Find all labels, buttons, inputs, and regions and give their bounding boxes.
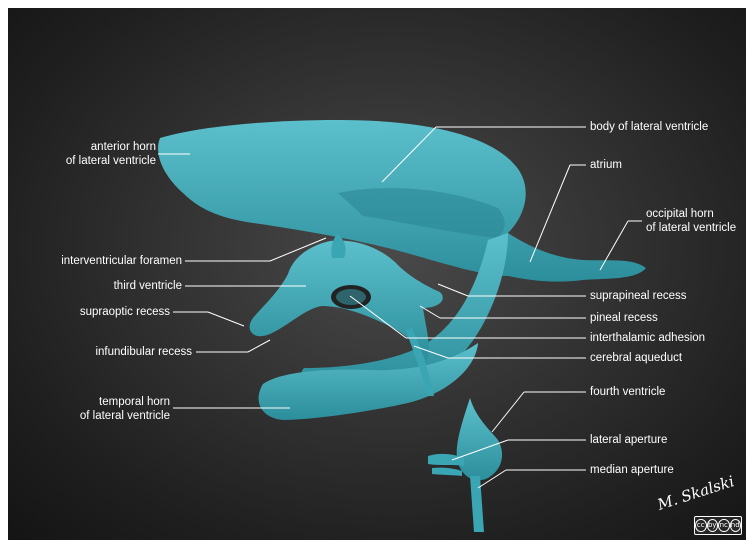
- label-temporal-horn-line1: temporal horn: [38, 395, 170, 409]
- label-anterior-horn-line1: anterior horn: [28, 140, 156, 154]
- label-occipital-horn: occipital horn of lateral ventricle: [646, 207, 736, 235]
- median-aperture-shape: [470, 476, 484, 532]
- label-fourth-ventricle: fourth ventricle: [590, 385, 665, 399]
- label-median-aperture: median aperture: [590, 463, 674, 477]
- label-atrium: atrium: [590, 158, 622, 172]
- label-anterior-horn-line2: of lateral ventricle: [28, 154, 156, 168]
- label-infundibular-recess: infundibular recess: [38, 345, 192, 359]
- cc-license-badge: cc by nc nd: [694, 516, 742, 535]
- label-pineal-recess: pineal recess: [590, 311, 658, 325]
- cc-nc-icon: nc: [718, 519, 730, 532]
- cc-nd-icon: nd: [730, 519, 742, 532]
- label-suprapineal-recess: suprapineal recess: [590, 289, 687, 303]
- label-temporal-horn-line2: of lateral ventricle: [38, 409, 170, 423]
- label-interventricular-foramen: interventricular foramen: [14, 254, 182, 268]
- label-temporal-horn: temporal horn of lateral ventricle: [38, 395, 170, 423]
- label-occipital-horn-line1: occipital horn: [646, 207, 736, 221]
- cc-icon: cc: [695, 519, 707, 532]
- label-lateral-aperture: lateral aperture: [590, 433, 667, 447]
- diagram-canvas: anterior horn of lateral ventricle inter…: [8, 8, 746, 540]
- fourth-ventricle-shape: [457, 398, 502, 480]
- label-body-of-lateral-ventricle: body of lateral ventricle: [590, 120, 708, 134]
- label-occipital-horn-line2: of lateral ventricle: [646, 221, 736, 235]
- label-supraoptic-recess: supraoptic recess: [48, 305, 170, 319]
- ventricle-illustration: [8, 8, 746, 540]
- lateral-aperture-shape-2: [432, 468, 462, 476]
- label-anterior-horn: anterior horn of lateral ventricle: [28, 140, 156, 168]
- label-cerebral-aqueduct: cerebral aqueduct: [590, 351, 682, 365]
- label-third-ventricle: third ventricle: [58, 279, 182, 293]
- cc-by-icon: by: [707, 519, 719, 532]
- label-interthalamic-adhesion: interthalamic adhesion: [590, 331, 705, 345]
